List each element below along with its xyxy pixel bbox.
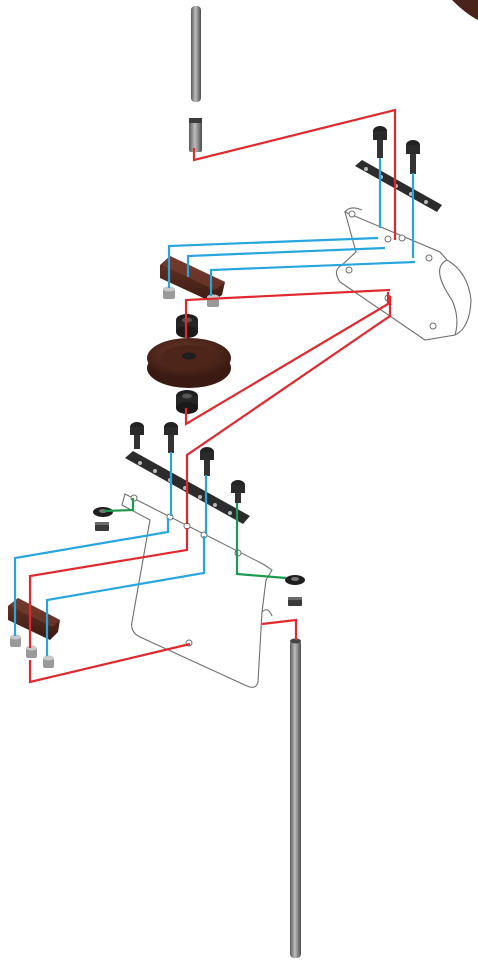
upper-bolt (406, 140, 420, 174)
upper-bracket (335, 207, 472, 341)
upper-bolt (373, 126, 387, 158)
upper-strip (355, 160, 442, 212)
lower-nut (43, 655, 54, 668)
washer-nut (285, 575, 305, 606)
washer-nut (93, 507, 113, 531)
top-rod (189, 6, 202, 152)
lower-bolt (200, 447, 214, 476)
upper-nut (163, 286, 175, 299)
corner-part (452, 0, 478, 20)
upper-block (160, 256, 225, 302)
lower-bolt (164, 422, 178, 453)
lower-plate (121, 493, 273, 688)
upper-nut (207, 294, 219, 307)
lower-bolt (231, 480, 245, 503)
connector-lines (13, 108, 416, 684)
pulley-wheel (147, 338, 231, 388)
lower-nut (10, 634, 21, 647)
lower-bolt (130, 422, 144, 449)
spacer (176, 390, 198, 414)
lower-nut (26, 645, 37, 658)
bottom-rod (290, 638, 301, 958)
